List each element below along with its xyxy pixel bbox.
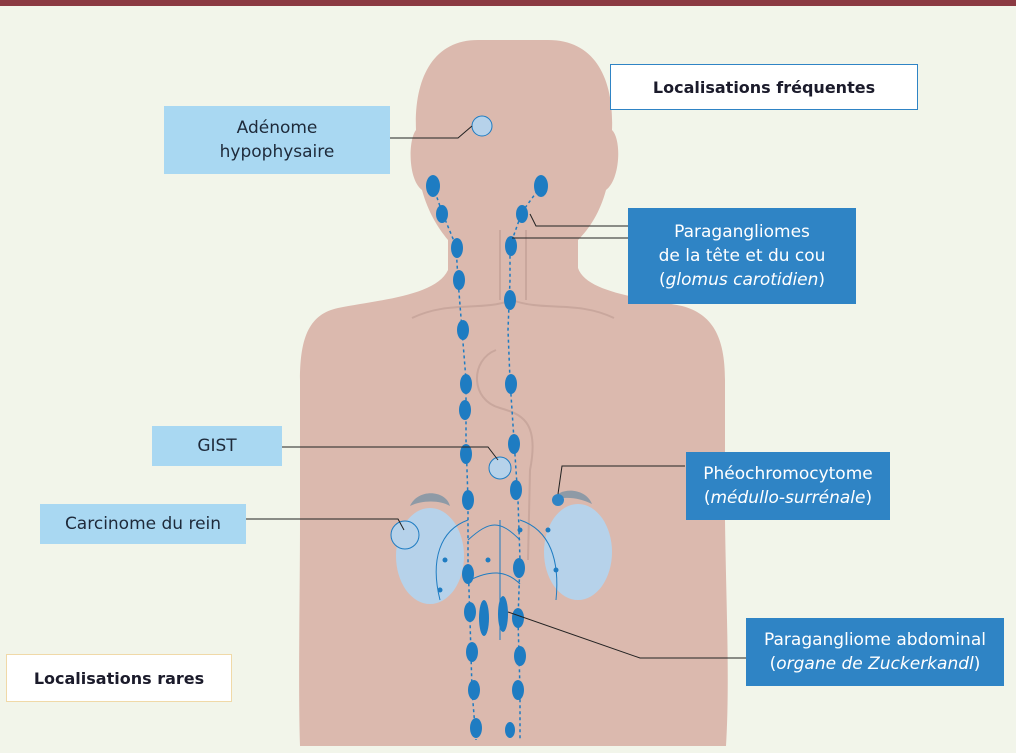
pheo-line2: (médullo-surrénale) [704,486,872,510]
pituitary-line2: hypophysaire [220,140,335,164]
label-abdominal-paraganglioma: Paragangliome abdominal (organe de Zucke… [746,618,1004,686]
label-pheochromocytoma: Phéochromocytome (médullo-surrénale) [686,452,890,520]
head-neck-line2: de la tête et du cou [659,244,826,268]
legend-rare: Localisations rares [6,654,232,702]
label-head-neck-paraganglioma: Paragangliomes de la tête et du cou (glo… [628,208,856,304]
head-neck-line1: Paragangliomes [674,220,810,244]
label-pituitary-adenoma: Adénome hypophysaire [164,106,390,174]
label-kidney-carcinoma: Carcinome du rein [40,504,246,544]
gist-text: GIST [197,434,236,458]
head-neck-line3: (glomus carotidien) [659,268,825,292]
pituitary-gland [472,116,492,136]
gist-tumor [489,457,511,479]
label-gist: GIST [152,426,282,466]
pituitary-line1: Adénome [237,116,318,140]
kidney-text: Carcinome du rein [65,512,221,536]
legend-frequent: Localisations fréquentes [610,64,918,110]
abdominal-line1: Paragangliome abdominal [764,628,986,652]
pheo-line1: Phéochromocytome [703,462,872,486]
diagram: Localisations fréquentes Localisations r… [0,6,1016,746]
pheochromocytoma-tumor [552,494,564,506]
kidney-tumor [391,521,419,549]
kidney-right [544,504,612,600]
abdominal-line2: (organe de Zuckerkandl) [770,652,981,676]
